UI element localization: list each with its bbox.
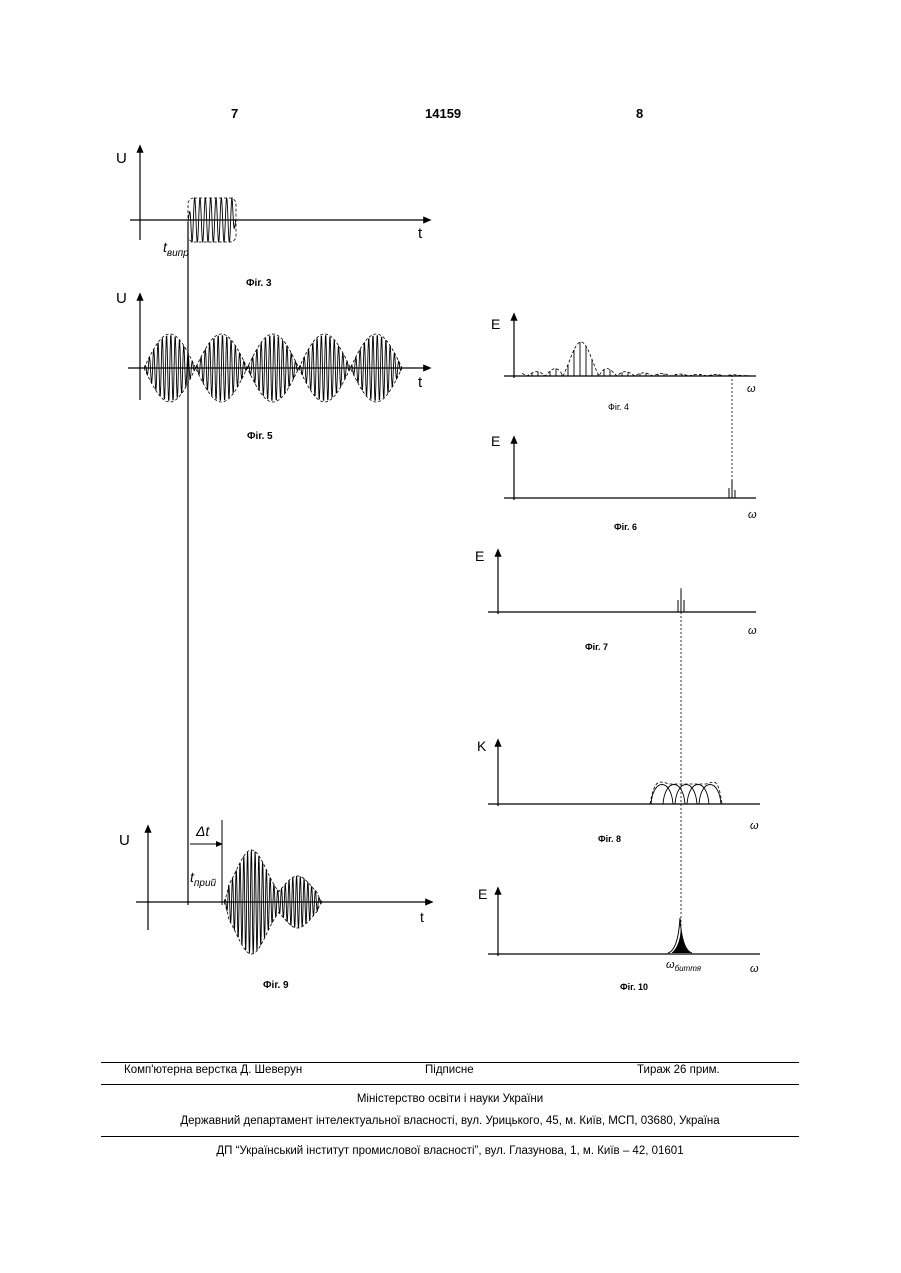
fig5-caption: Фіг. 5	[247, 431, 273, 442]
figure-6: E ω Фіг. 6	[491, 433, 757, 532]
fig8-y-label: K	[477, 738, 487, 754]
fig5-y-label: U	[116, 290, 127, 307]
fig10-y-label: E	[478, 886, 487, 902]
footer-rule-middle	[101, 1084, 799, 1085]
fig3-y-label: U	[116, 150, 127, 167]
fig9-x-label: t	[420, 909, 424, 925]
fig4-caption: Фіг. 4	[608, 402, 629, 412]
fig8-envelope	[650, 782, 722, 804]
fig9-time-label: tприй	[190, 869, 217, 889]
fig10-caption: Фіг. 10	[620, 982, 648, 992]
footer-ministry: Міністерство освіти і науки України	[101, 1093, 799, 1105]
fig7-caption: Фіг. 7	[585, 642, 608, 652]
footer-circulation: Тираж 26 прим.	[637, 1064, 720, 1076]
figure-9: U t Δt tприй Фіг. 9	[119, 820, 430, 991]
footer-department: Державний департамент інтелектуальної вл…	[101, 1115, 799, 1127]
fig8-filter-curve	[663, 785, 685, 805]
fig5-beat-waveform	[144, 334, 402, 402]
fig10-peak-label: ωбиття	[666, 959, 702, 973]
fig7-y-label: E	[475, 548, 484, 564]
fig6-x-label: ω	[748, 509, 757, 521]
fig5-carrier	[144, 336, 402, 401]
figure-4: E ω Фіг. 4	[491, 316, 756, 412]
footer-rule-bottom	[101, 1136, 799, 1137]
fig3-time-label: tвипр	[163, 239, 189, 259]
figure-sheet: U t tвипр Фіг. 3 U t Фіг. 5 U t Δt tприй…	[0, 0, 901, 1050]
fig7-x-label: ω	[748, 625, 757, 637]
fig8-filter-curve	[687, 785, 709, 805]
fig6-y-label: E	[491, 433, 500, 449]
figure-3: U t tвипр Фіг. 3	[116, 148, 428, 289]
fig4-x-label: ω	[747, 383, 756, 395]
fig9-delta-label: Δt	[195, 823, 210, 839]
fig4-spectrum	[522, 342, 748, 376]
footer-rule-top	[101, 1062, 799, 1063]
footer-layout-credit: Комп'ютерна верстка Д. Шеверун	[124, 1064, 302, 1076]
fig3-x-label: t	[418, 225, 423, 242]
fig9-y-label: U	[119, 832, 130, 849]
fig9-carrier	[224, 850, 322, 953]
fig8-filter-curve	[699, 785, 721, 805]
fig6-caption: Фіг. 6	[614, 522, 637, 532]
footer-signed: Підписне	[425, 1064, 474, 1076]
fig9-received-waveform	[224, 850, 322, 954]
figure-5: U t Фіг. 5	[116, 290, 428, 442]
fig8-filter-bank	[650, 782, 722, 804]
figure-10: E ω ωбиття Фіг. 10	[478, 886, 760, 992]
fig10-x-label: ω	[750, 963, 759, 975]
figure-7: E ω Фіг. 7	[475, 548, 757, 652]
fig8-x-label: ω	[750, 820, 759, 832]
fig8-caption: Фіг. 8	[598, 834, 621, 844]
figure-8: K ω Фіг. 8	[477, 738, 760, 844]
fig9-caption: Фіг. 9	[263, 980, 289, 991]
fig4-y-label: E	[491, 316, 500, 332]
footer-institute: ДП “Український інститут промислової вла…	[101, 1145, 799, 1157]
fig8-filter-curve	[675, 785, 697, 805]
fig5-x-label: t	[418, 374, 423, 391]
fig3-caption: Фіг. 3	[246, 278, 272, 289]
